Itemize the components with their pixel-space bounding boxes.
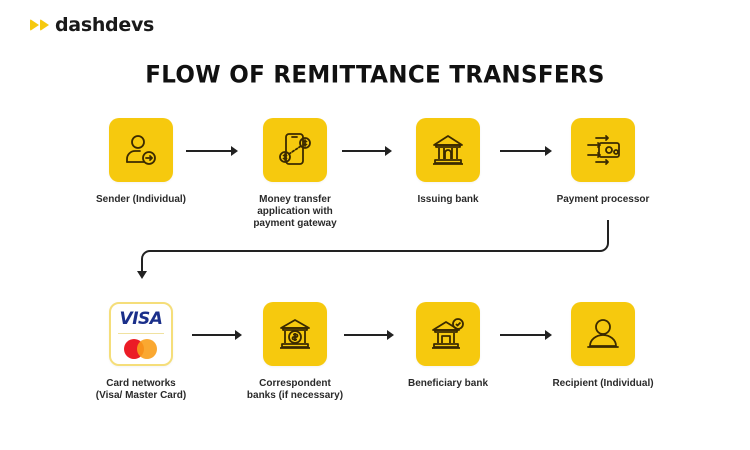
node-label: Sender (Individual) [95,194,186,205]
node-payment-processor: Payment processor [538,118,668,206]
brand-name: dashdevs [55,14,155,36]
node-label: Payment processor [556,194,650,205]
node-label: Beneficiary bank [407,378,489,389]
diagram-title: FLOW OF REMITTANCE TRANSFERS [145,61,605,89]
node-label: Recipient (Individual) [552,378,654,389]
node-tile [416,302,480,366]
node-tile [263,302,327,366]
node-correspondent-banks: Correspondent banks (if necessary) [230,302,360,402]
node-issuing-bank: Issuing bank [383,118,513,206]
person-send-icon [126,135,156,165]
flow-arrow [500,330,552,340]
node-label: Correspondent banks (if necessary) [246,378,344,401]
phone-money-icon [279,133,311,165]
node-tile [109,118,173,182]
node-tile: VISA [109,302,173,366]
flow-arrow [500,146,552,156]
flow-arrow [192,330,242,340]
mastercard-logo-icon [124,339,158,359]
node-tile [571,302,635,366]
flow-arrow [342,146,392,156]
processor-icon [587,135,620,165]
logo-mark-icon [30,19,49,31]
row-connector-arrow [137,220,609,279]
node-label: Card networks (Visa/ Master Card) [95,378,187,401]
node-money-app: Money transfer application with payment … [230,118,360,230]
bank-dollar-icon [280,319,310,349]
flow-arrow [344,330,394,340]
node-tile [263,118,327,182]
node-label: Issuing bank [417,194,479,205]
node-card-networks: VISA Card networks (Visa/ Master Card) [76,302,206,402]
node-beneficiary-bank: Beneficiary bank [383,302,513,390]
bank-icon [433,135,463,165]
brand-logo: dashdevs [30,14,154,36]
flow-arrow [186,146,238,156]
node-tile [416,118,480,182]
node-recipient: Recipient (Individual) [538,302,668,390]
person-icon [587,319,619,348]
bank-check-icon [432,318,464,349]
node-tile [571,118,635,182]
node-sender: Sender (Individual) [76,118,206,206]
node-label: Money transfer application with payment … [253,194,337,229]
visa-logo-icon: VISA [119,309,163,329]
